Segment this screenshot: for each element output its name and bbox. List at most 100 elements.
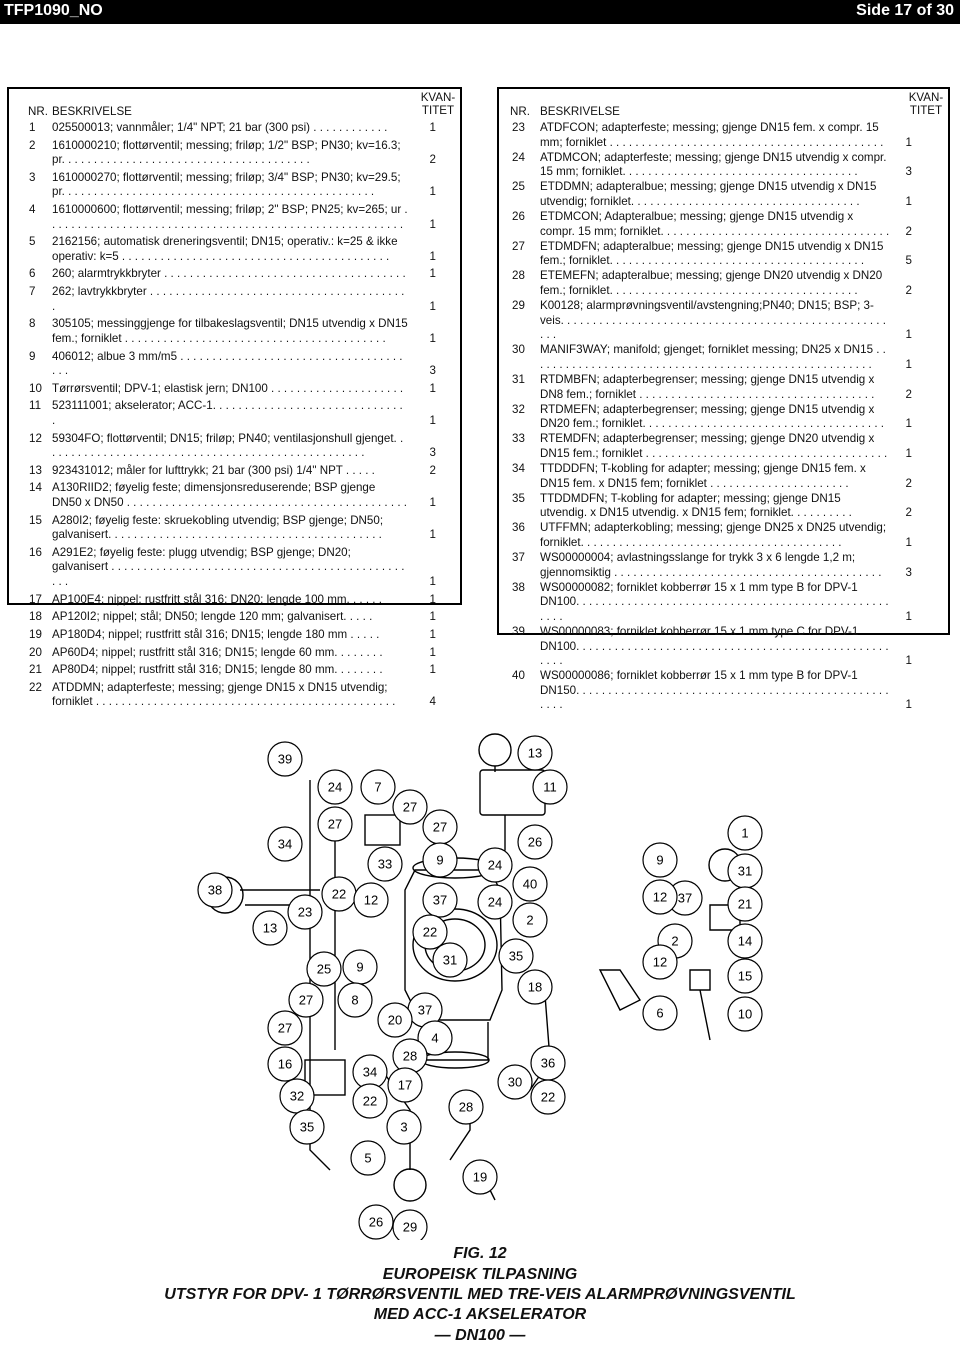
callout-bubble: 12: [353, 882, 389, 918]
row-desc: RTDMBFN; adapterbegrenser; messing; gjen…: [540, 373, 875, 401]
callout-label: 22: [423, 925, 437, 940]
callout-bubble: 28: [448, 1089, 484, 1125]
row-desc: Tørrørsventil; DPV-1; elastisk jern; DN1…: [52, 381, 404, 395]
callout-label: 29: [403, 1220, 417, 1235]
row-qty: 1: [905, 328, 912, 342]
callout-bubble: 28: [392, 1038, 428, 1074]
row-qty: 1: [429, 121, 436, 134]
row-nr: 3: [29, 170, 36, 184]
row-nr: 6: [29, 267, 36, 281]
callout-label: 5: [364, 1151, 371, 1166]
row-desc: WS00000082; forniklet kobberrør 15 x 1 m…: [540, 580, 889, 623]
gauge-top: [478, 733, 512, 767]
row-qty: 1: [429, 413, 436, 427]
row-qty: 1: [905, 535, 912, 549]
row-desc: RTEMDFN; adapterbegrenser; messing; gjen…: [540, 432, 888, 460]
callout-label: 13: [263, 921, 277, 936]
row-qty: 1: [429, 267, 436, 281]
row-nr: 21: [29, 663, 42, 677]
callout-label: 24: [488, 895, 502, 910]
row-qty: 1: [429, 495, 436, 509]
callout-label: 21: [738, 897, 752, 912]
row-desc: AP100E4; nippel; rustfritt stål 316; DN2…: [52, 592, 382, 606]
callout-bubble: 27: [267, 1010, 303, 1046]
row-qty: 1: [429, 610, 436, 624]
callout-bubble: 17: [387, 1067, 423, 1103]
callout-label: 2: [526, 913, 533, 928]
header-description: BESKRIVELSE: [540, 104, 620, 118]
row-desc: ATDFCON; adapterfeste; messing; gjenge D…: [540, 121, 884, 149]
callout-label: 34: [363, 1065, 377, 1080]
row-qty: 3: [429, 364, 436, 377]
row-nr: 39: [512, 625, 525, 638]
callout-label: 32: [290, 1089, 304, 1104]
row-desc: ETDMDFN; adapteralbue; messing; gjenge D…: [540, 239, 884, 268]
figure-number: FIG. 12: [453, 1245, 507, 1262]
row-qty: 3: [429, 446, 436, 460]
row-nr: 36: [512, 521, 525, 535]
callout-bubble: 37: [667, 880, 703, 916]
feste-lower: [699, 989, 711, 1041]
row-qty: 1: [429, 627, 436, 641]
callout-label: 1: [741, 826, 748, 841]
row-qty: 2: [905, 224, 912, 238]
callout-bubble: 23: [287, 894, 323, 930]
row-qty: 2: [905, 283, 912, 297]
callout-label: 9: [436, 853, 443, 868]
header-nr: NR.: [510, 104, 530, 118]
row-qty: 2: [905, 476, 912, 490]
callout-label: 27: [328, 817, 342, 832]
callout-label: 15: [738, 969, 752, 984]
callout-label: 34: [278, 837, 292, 852]
callout-bubble: 30: [497, 1064, 533, 1100]
table-header: NR. BESKRIVELSE KVAN-TITET: [499, 89, 948, 119]
page-number: Side 17 of 30: [856, 2, 954, 19]
row-nr: 28: [512, 269, 525, 283]
row-desc: 1610000600; flottørventil; messing; fril…: [52, 203, 408, 231]
callout-label: 36: [541, 1056, 555, 1071]
callout-bubble: 1: [727, 815, 763, 851]
callout-label: 35: [300, 1120, 314, 1135]
row-nr: 35: [512, 491, 525, 505]
callout-label: 12: [653, 890, 667, 905]
row-nr: 12: [29, 431, 42, 445]
row-qty: 1: [905, 698, 912, 712]
callout-label: 31: [443, 953, 457, 968]
callout-bubble: 34: [267, 826, 303, 862]
callout-bubble: 18: [517, 969, 553, 1005]
callout-bubble: 4: [417, 1020, 453, 1056]
callout-bubble: 32: [279, 1078, 315, 1114]
callout-label: 4: [431, 1031, 438, 1046]
callout-bubble: 15: [727, 958, 763, 994]
row-qty: 1: [429, 574, 436, 588]
callout-label: 27: [433, 820, 447, 835]
callout-bubble: 33: [367, 846, 403, 882]
callout-bubble: 16: [267, 1046, 303, 1082]
callout-bubble: 2: [512, 902, 548, 938]
callout-bubble: 20: [377, 1002, 413, 1038]
row-qty: 1: [429, 185, 436, 199]
row-desc: UTFFMN; adapterkobling; messing; gjenge …: [540, 521, 887, 549]
row-qty: 1: [905, 446, 912, 460]
row-qty: 1: [429, 528, 436, 542]
callout-bubble: 31: [727, 853, 763, 889]
callout-bubble: 9: [642, 842, 678, 878]
row-qty: 1: [429, 381, 436, 395]
row-nr: 31: [512, 373, 525, 386]
